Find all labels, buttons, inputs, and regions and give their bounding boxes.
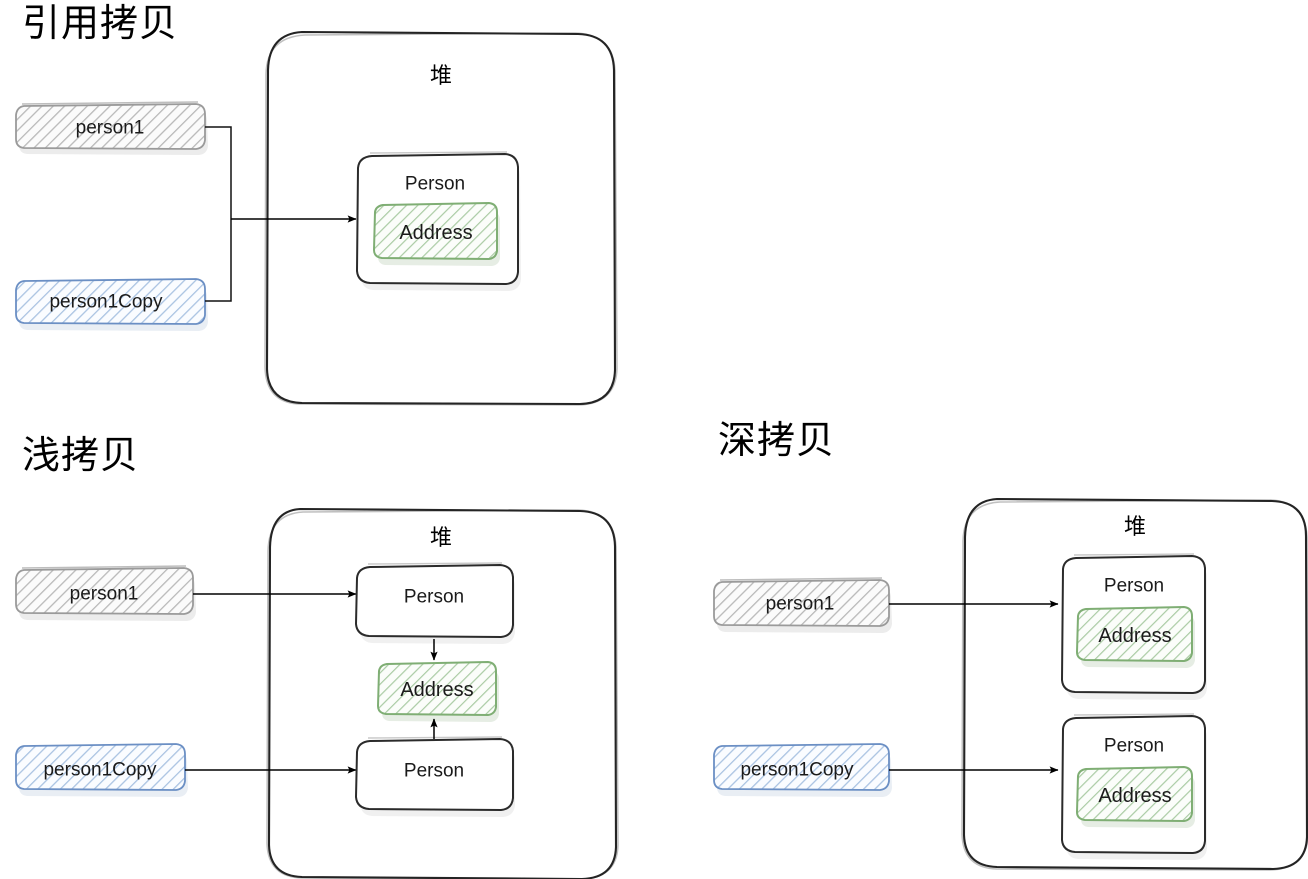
panel-deep-copy [713,497,1308,871]
heap-object-label-address-reference: Address [399,222,473,244]
heap-object-label-address-deep-bottom: Address [1098,785,1172,807]
stack-var-label-person1copy-deep: person1Copy [740,759,854,781]
connector-reference-merged [205,126,357,302]
stack-var-person1-deep[interactable] [713,577,892,633]
heap-object-label-person-deep-bottom: Person [1103,735,1165,757]
heap-object-address-shallow[interactable] [376,660,499,722]
heap-label-reference: 堆 [429,63,453,88]
stack-var-person1copy-reference[interactable] [15,278,208,331]
panel-title-reference-copy: 引用拷贝 [22,3,179,45]
heap-object-label-address-deep-top: Address [1098,625,1172,647]
heap-object-person-shallow-top[interactable] [354,562,515,644]
stack-var-person1copy-deep[interactable] [713,743,892,797]
heap-object-label-person-reference: Person [404,173,466,195]
stack-var-person1copy-shallow[interactable] [15,743,188,797]
heap-object-label-person-shallow-bottom: Person [403,760,465,782]
heap-object-label-person-deep-top: Person [1103,575,1165,597]
heap-object-label-person-shallow-top: Person [403,586,465,608]
heap-object-address-deep-bottom[interactable] [1075,765,1195,828]
panel-shallow-copy [15,507,619,879]
stack-var-label-person1copy-shallow: person1Copy [43,759,157,781]
heap-object-address-deep-top[interactable] [1075,605,1195,668]
stack-var-person1-reference[interactable] [15,101,208,155]
heap-label-shallow: 堆 [429,525,453,550]
panel-title-deep-copy: 深拷贝 [718,420,836,462]
stack-var-label-person1-reference: person1 [75,117,145,139]
heap-label-deep: 堆 [1123,514,1147,539]
panel-title-shallow-copy: 浅拷贝 [22,435,140,477]
stack-var-person1-shallow[interactable] [15,565,196,621]
stack-var-label-person1-shallow: person1 [69,583,139,605]
heap-object-address-reference[interactable] [372,201,500,266]
panel-reference-copy [15,30,618,406]
heap-object-person-shallow-bottom[interactable] [354,736,515,817]
stack-var-label-person1copy-reference: person1Copy [49,291,163,313]
heap-object-label-address-shallow: Address [400,679,474,701]
stack-var-label-person1-deep: person1 [765,593,835,615]
